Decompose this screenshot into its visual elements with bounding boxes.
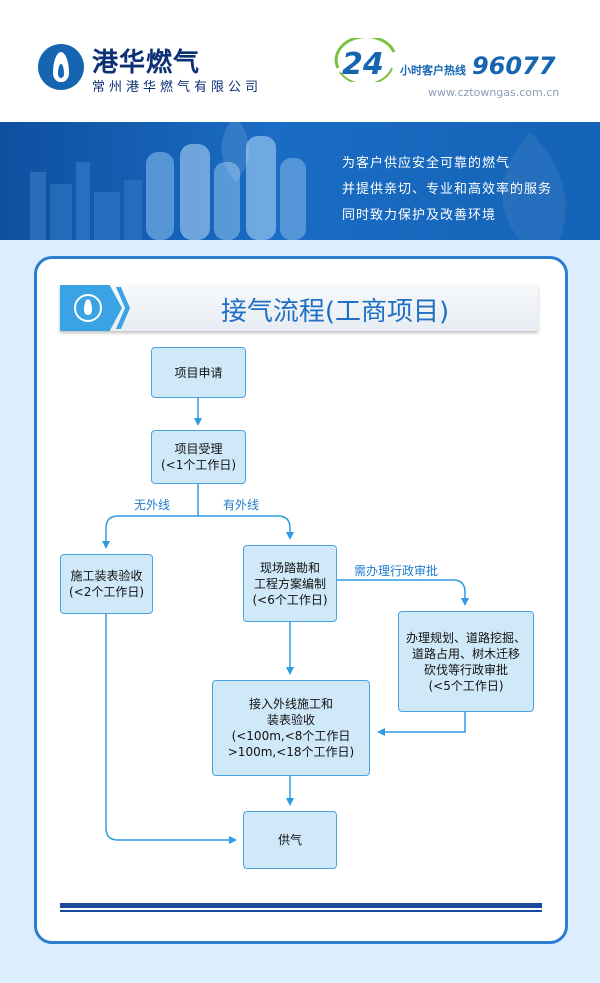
slogan-line-1: 为客户供应安全可靠的燃气 (342, 156, 511, 171)
hotline-24-icon: 24 (334, 38, 396, 82)
node-site-survey: 现场踏勘和 工程方案编制 (<6个工作日) (243, 545, 337, 622)
page-title: 接气流程(工商项目) (220, 297, 450, 327)
logo-flame-inner-icon (58, 64, 64, 78)
footer-divider-thin (60, 910, 542, 912)
edge-label-has-outer-line: 有外线 (223, 498, 260, 512)
node-project-accept: 项目受理 (<1个工作日) (151, 430, 246, 484)
footer-divider (60, 903, 542, 908)
edge-split-survey (198, 515, 294, 540)
header: 港华燃气 常州港华燃气有限公司 24 小时客户热线 96077 www.czto… (0, 0, 600, 122)
node-gas-supply: 供气 (243, 811, 337, 869)
brand-subtitle: 常州港华燃气有限公司 (92, 80, 263, 95)
node-admin-approval: 办理规划、道路挖掘、 道路占用、树木迁移 砍伐等行政审批 (<5个工作日) (398, 611, 534, 712)
node-install-inspect: 施工装表验收 (<2个工作日) (60, 554, 153, 614)
title-bar (60, 285, 538, 331)
node-project-apply: 项目申请 (151, 347, 246, 398)
edge-admin-build (377, 712, 466, 736)
slogan-line-3: 同时致力保护及改善环境 (342, 208, 497, 223)
gas-tank-skyline-illustration (30, 122, 566, 240)
flame-badge-icon (74, 294, 102, 322)
edge-label-no-outer-line: 无外线 (134, 498, 171, 512)
brand-name: 港华燃气 (92, 48, 201, 78)
slogan-line-2: 并提供亲切、专业和高效率的服务 (342, 182, 553, 197)
edge-split-no-outer (102, 515, 198, 549)
hotline-number: 96077 (472, 52, 556, 80)
edge-label-need-admin: 需办理行政审批 (354, 564, 439, 578)
node-outer-line-build: 接入外线施工和 装表验收 (<100m,<8个工作日 >100m,<18个工作日… (212, 680, 370, 776)
edge-survey-admin (337, 579, 469, 606)
hotline-label: 小时客户热线 (400, 64, 466, 77)
banner: 为客户供应安全可靠的燃气 并提供亲切、专业和高效率的服务 同时致力保护及改善环境 (0, 122, 600, 240)
website-url: www.cztowngas.com.cn (428, 86, 560, 99)
edge-no-outer-supply (105, 614, 237, 844)
hotline-24-text: 24 (342, 47, 384, 82)
flame-icon (84, 299, 92, 315)
